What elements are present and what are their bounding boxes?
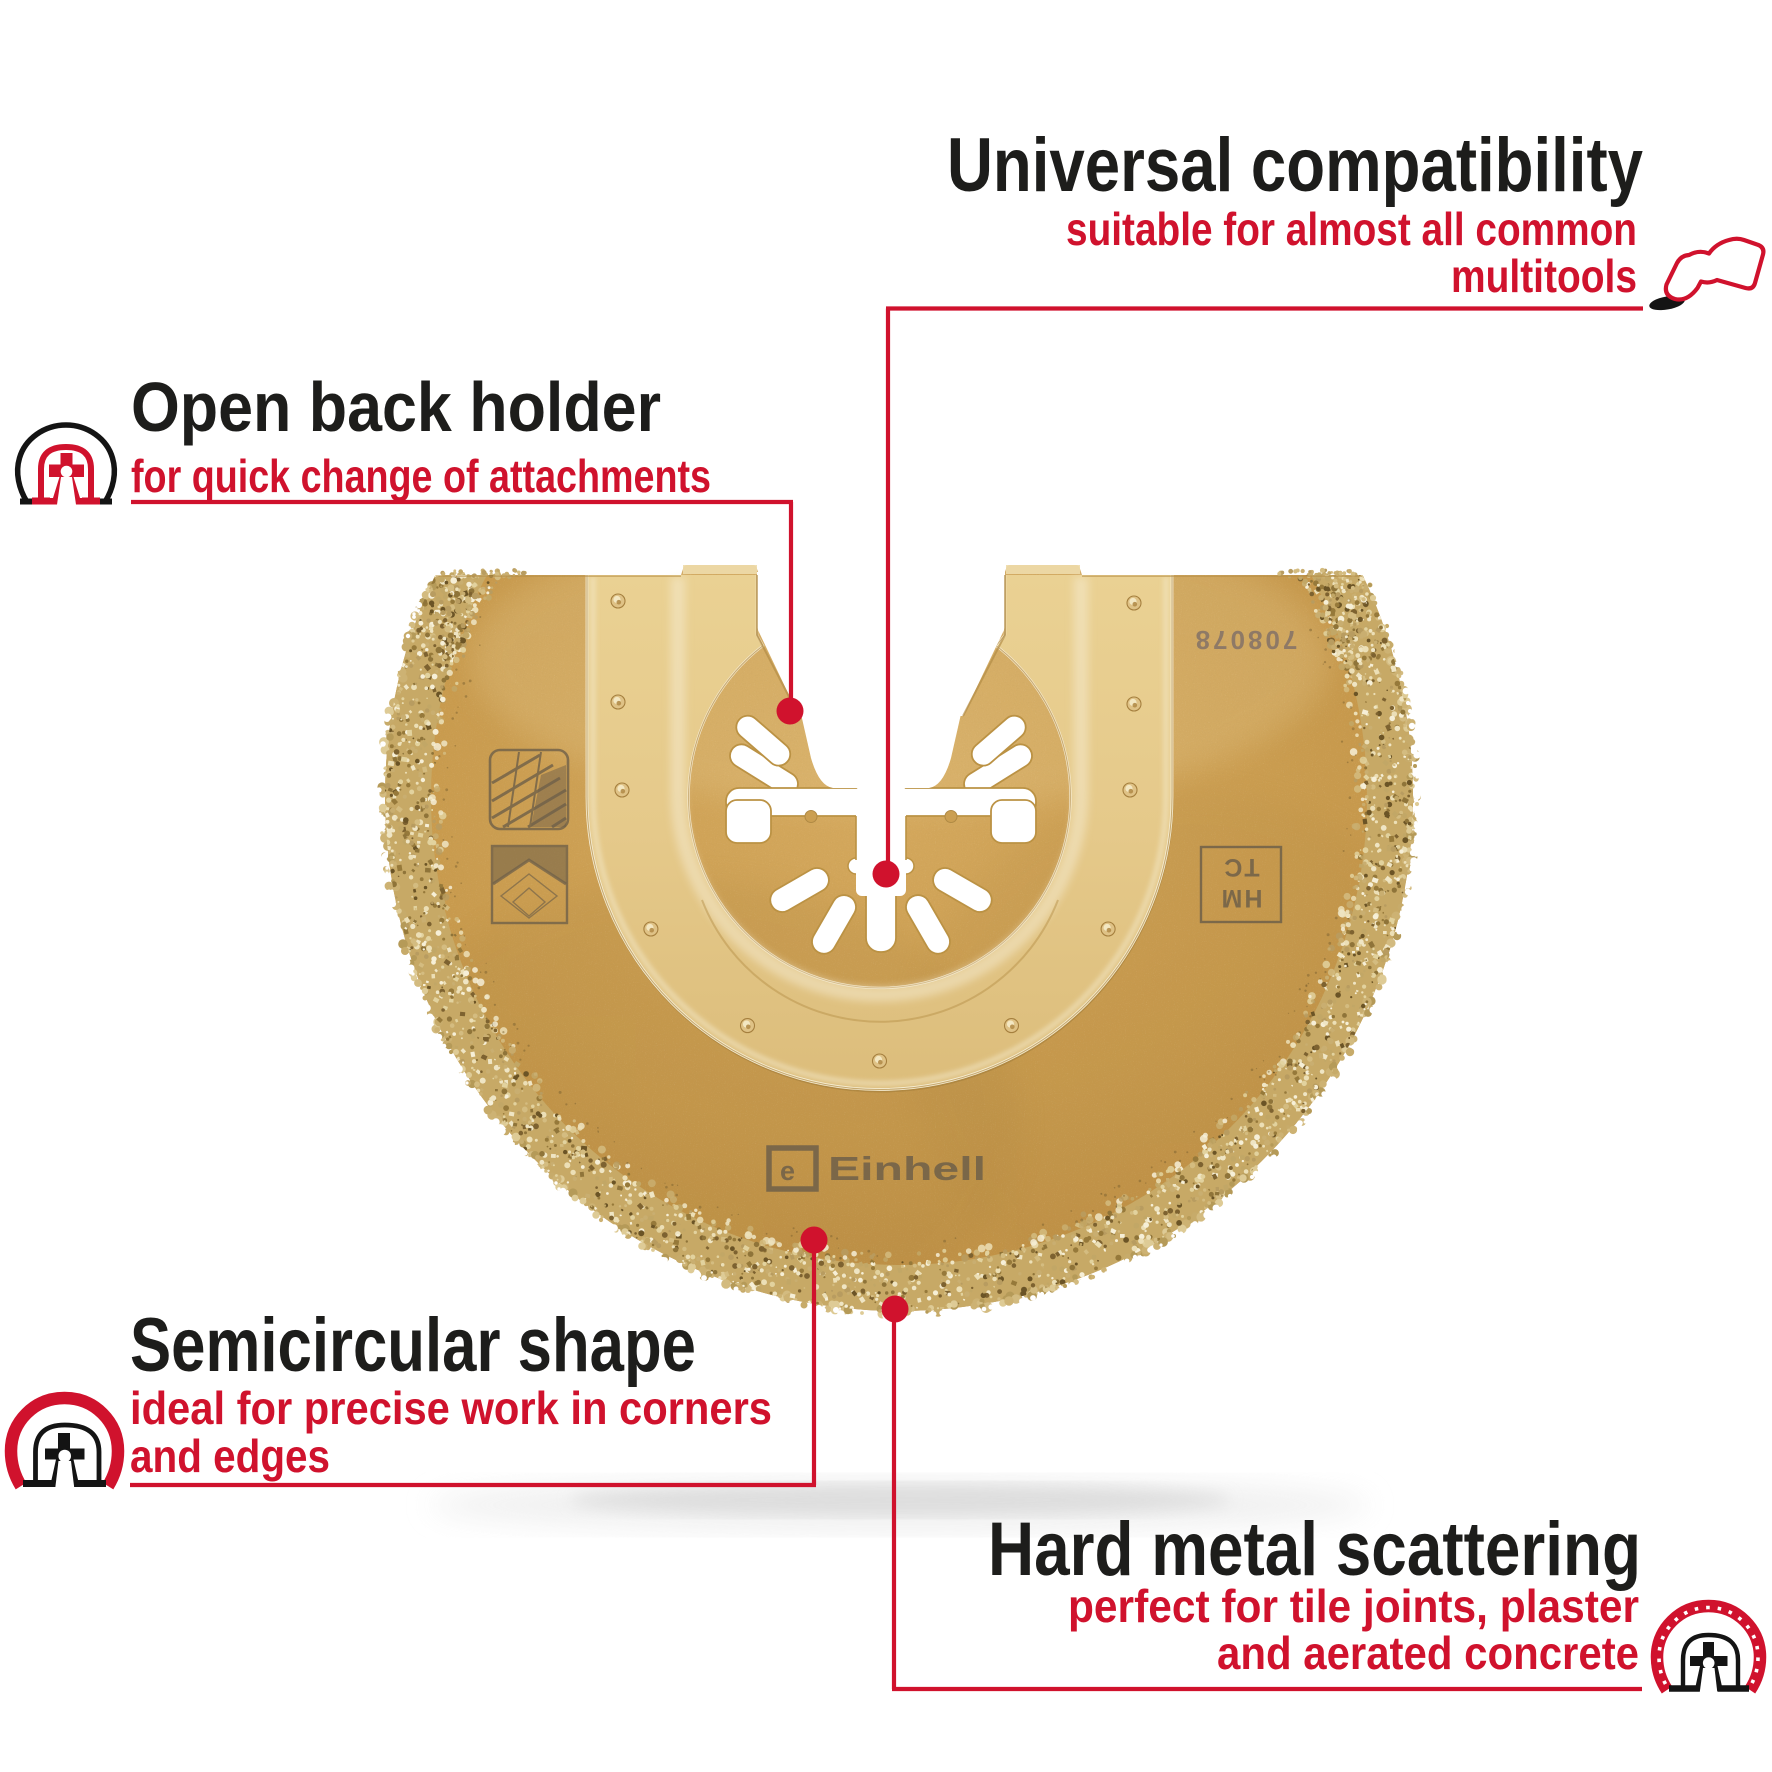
svg-text:e: e: [780, 1156, 795, 1186]
svg-text:Einhell: Einhell: [828, 1150, 986, 1187]
svg-text:HM: HM: [1220, 884, 1263, 912]
svg-text:suitable for almost all common: suitable for almost all common: [1066, 203, 1637, 255]
svg-text:Semicircular shape: Semicircular shape: [130, 1303, 696, 1388]
svg-text:ideal for precise work in corn: ideal for precise work in corners: [130, 1382, 772, 1434]
svg-text:TC: TC: [1222, 853, 1259, 881]
svg-text:Universal compatibility: Universal compatibility: [947, 123, 1643, 208]
svg-text:708078: 708078: [1193, 625, 1298, 655]
svg-text:and edges: and edges: [130, 1430, 330, 1482]
svg-text:perfect for tile joints, plast: perfect for tile joints, plaster: [1068, 1580, 1639, 1632]
svg-text:for quick change of attachment: for quick change of attachments: [131, 450, 711, 502]
svg-text:Open back holder: Open back holder: [131, 368, 661, 446]
svg-text:Hard metal scattering: Hard metal scattering: [988, 1507, 1641, 1592]
svg-text:and aerated concrete: and aerated concrete: [1217, 1627, 1639, 1679]
svg-text:multitools: multitools: [1451, 250, 1637, 302]
